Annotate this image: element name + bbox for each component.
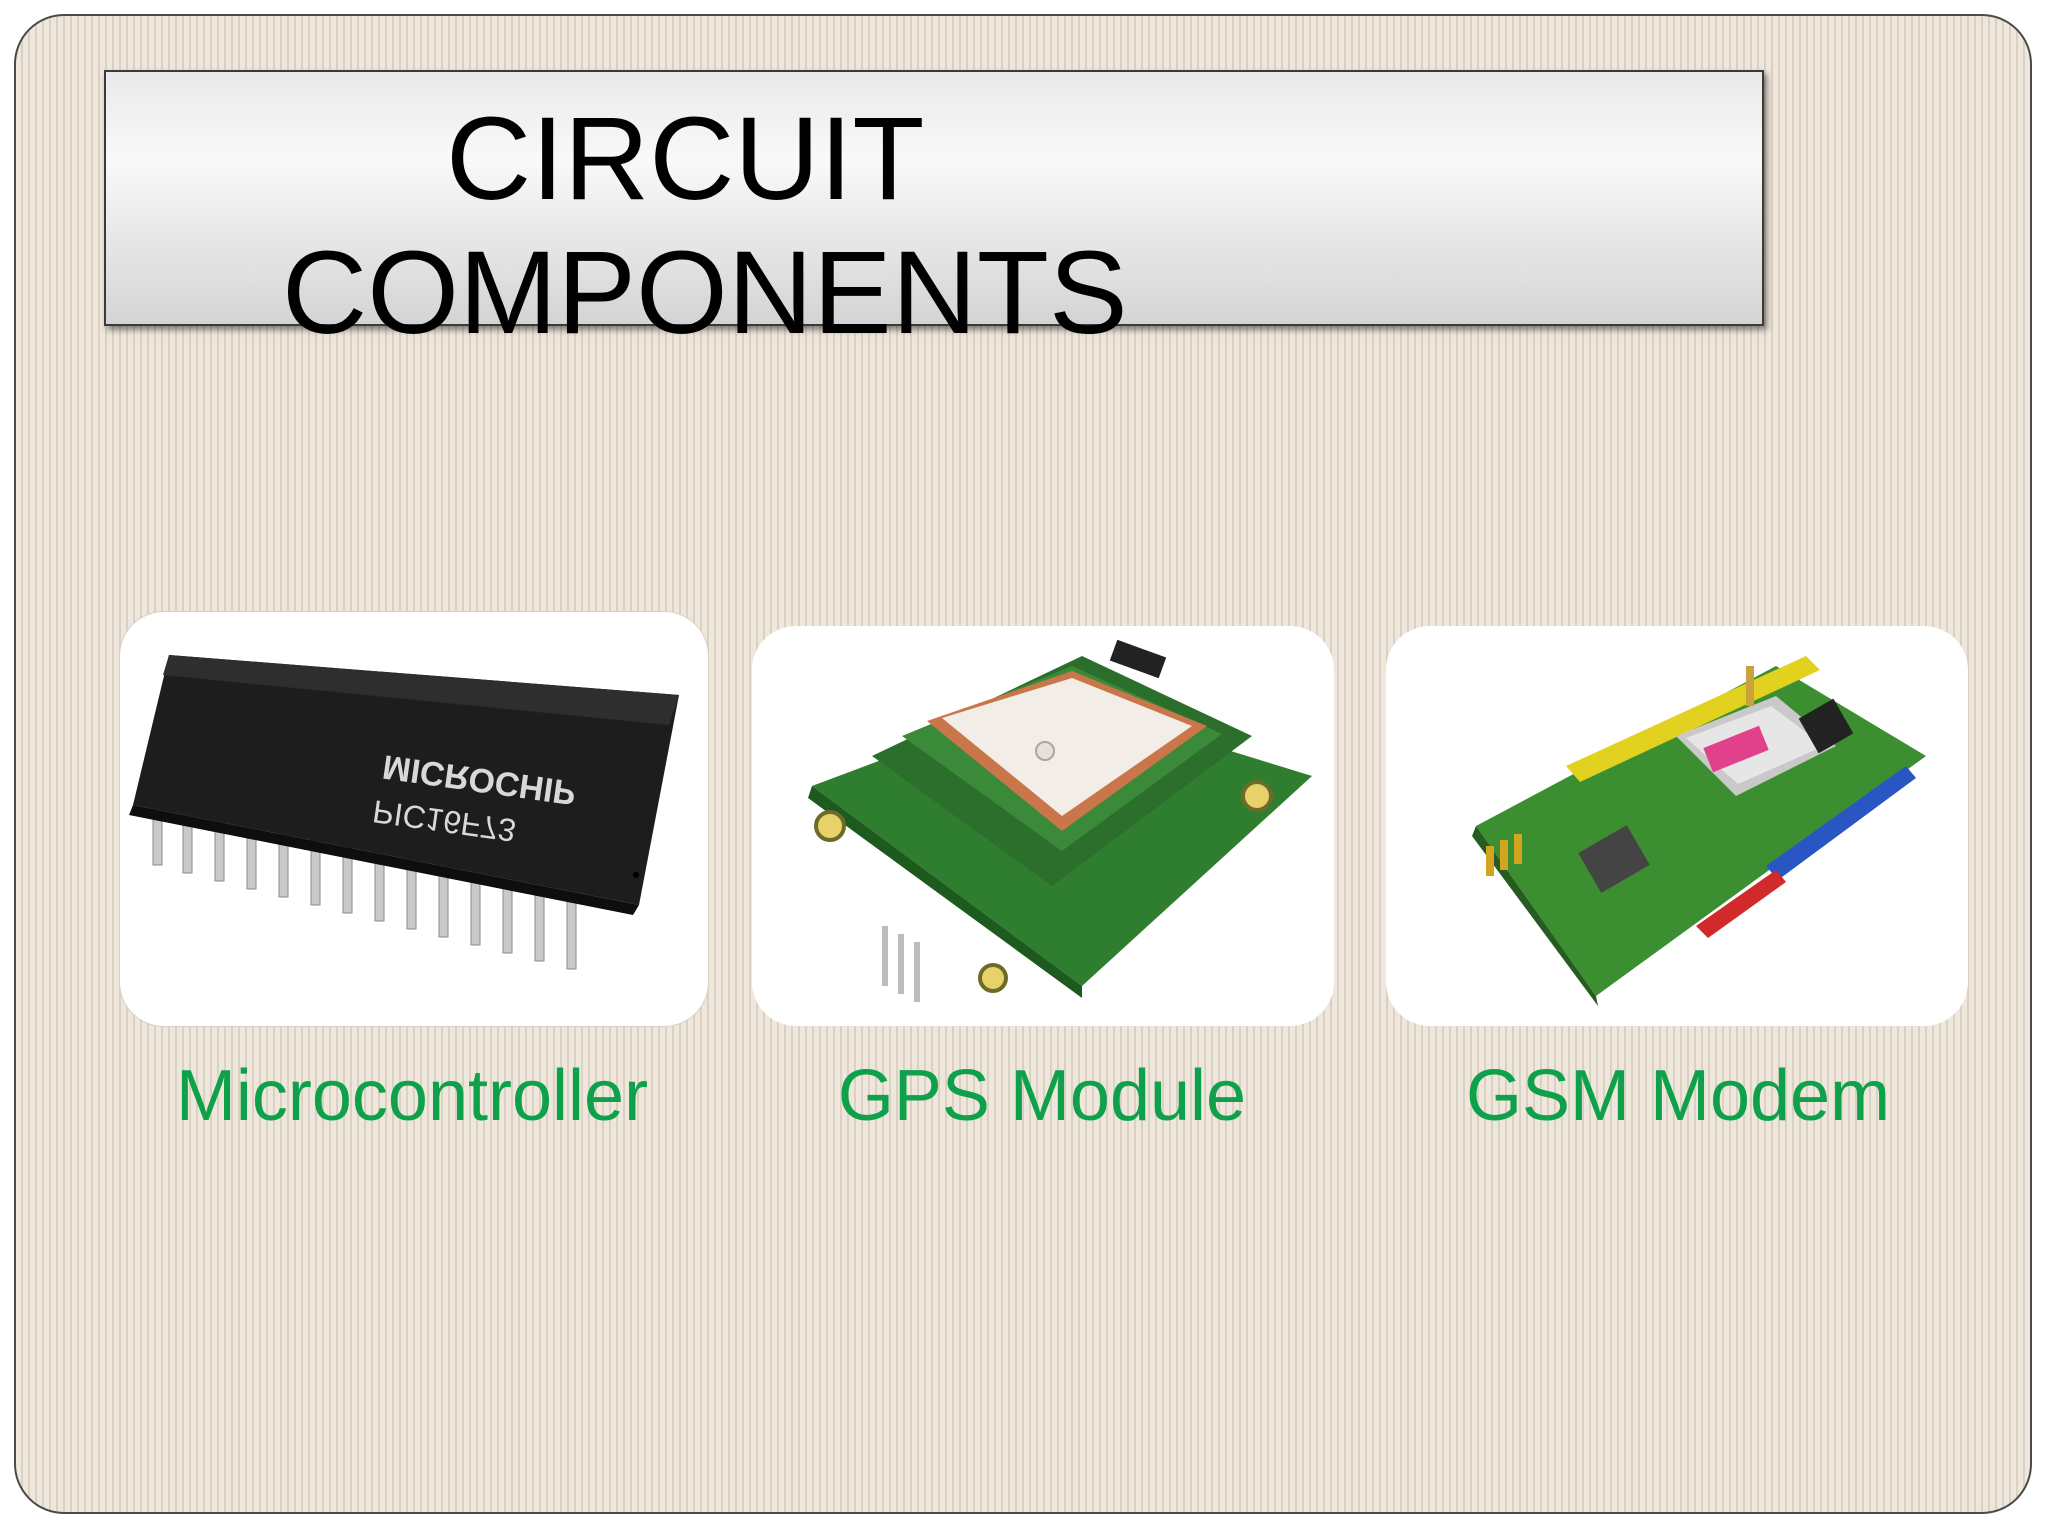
caption-microcontroller: Microcontroller [175,1056,649,1136]
slide: CIRCUIT COMPONENTS [14,14,2032,1514]
gsm-modem-image [1472,656,1926,1006]
title-line-2: COMPONENTS [282,227,1128,359]
gps-module-image-card [752,626,1334,1026]
caption-gsm-modem: GSM Modem [1465,1056,1891,1136]
caption-gps-module: GPS Module [837,1056,1247,1136]
gsm-modem-image-card [1386,626,1968,1026]
gps-module-image [808,639,1312,1002]
title-box: CIRCUIT COMPONENTS [104,70,1764,352]
microcontroller-image-card: MICROCHIP PIC16F73 [120,612,708,1026]
title-line-1: CIRCUIT [446,93,925,225]
chip-body [133,655,679,905]
ic-chip-image: MICROCHIP PIC16F73 [129,655,679,970]
